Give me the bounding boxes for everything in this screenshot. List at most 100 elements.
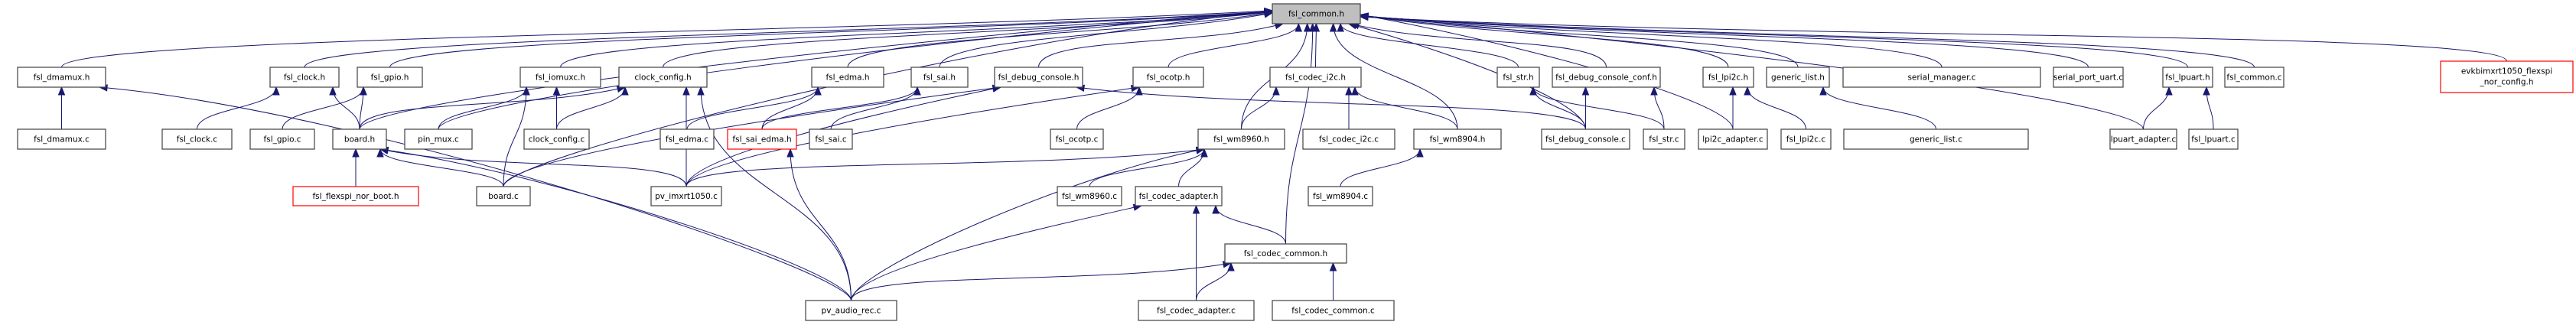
node-label: fsl_codec_adapter.h [1139, 192, 1219, 201]
node-label: fsl_dmamux.h [34, 73, 90, 83]
edge-fsl-sai-edma-h-to-fsl-sai-h [761, 86, 921, 130]
node-label: fsl_lpi2c.c [1786, 135, 1826, 145]
node-fsl-common-c[interactable]: fsl_common.c [2224, 67, 2285, 88]
node-label: generic_list.c [1910, 135, 1962, 145]
node-fsl-wm8960-c[interactable]: fsl_wm8960.c [1057, 186, 1122, 206]
node-box [1643, 128, 1685, 150]
edge-fsl-sai-c-to-fsl-sai-h [830, 86, 921, 130]
edge-fsl-sai-edma-h-to-fsl-edma-h [761, 86, 822, 130]
edge-line [389, 11, 1273, 68]
edge-line [686, 86, 819, 130]
edge-fsl-codec-common-h-to-fsl-codec-adapter-h [1212, 204, 1286, 245]
node-fsl-ocotp-h[interactable]: fsl_ocotp.h [1132, 67, 1204, 88]
arrowhead-icon [1212, 204, 1220, 214]
node-fsl-codec-common-h[interactable]: fsl_codec_common.h [1224, 243, 1347, 264]
node-fsl-codec-i2c-h[interactable]: fsl_codec_i2c.h [1269, 67, 1362, 88]
edge-line [1038, 23, 1284, 68]
edge-line [847, 11, 1273, 68]
node-fsl-clock-h[interactable]: fsl_clock.h [269, 67, 340, 88]
node-fsl-dmamux-h[interactable]: fsl_dmamux.h [17, 67, 106, 88]
edge-pv-audio-rec-c-to-fsl-dmamux-h [98, 84, 852, 301]
node-fsl-gpio-c[interactable]: fsl_gpio.c [249, 128, 315, 150]
edge-line [1340, 23, 1519, 68]
edge-line [761, 86, 918, 130]
node-label: fsl_codec_adapter.c [1157, 307, 1236, 316]
edge-fsl-edma-h-to-fsl-common-h [847, 10, 1274, 68]
node-board-h[interactable]: board.h [332, 128, 387, 150]
node-fsl-codec-adapter-h[interactable]: fsl_codec_adapter.h [1135, 186, 1223, 206]
node-fsl-lpuart-c[interactable]: fsl_lpuart.c [2188, 128, 2239, 150]
arrowhead-icon [1272, 86, 1280, 96]
node-evkb-nor-config-h[interactable]: evkbimxrt1050_flexspi_nor_config.h [2440, 60, 2574, 93]
node-generic-list-c[interactable]: generic_list.c [1843, 128, 2029, 150]
node-box [650, 186, 722, 206]
node-pv-audio-rec-c[interactable]: pv_audio_rec.c [805, 300, 897, 321]
edge-line [851, 205, 1142, 301]
node-label: fsl_dmamux.c [34, 135, 90, 145]
node-fsl-wm8960-h[interactable]: fsl_wm8960.h [1197, 128, 1285, 150]
node-fsl-lpi2c-c[interactable]: fsl_lpi2c.c [1780, 128, 1832, 150]
node-lpuart-adapter-c[interactable]: lpuart_adapter.c [2109, 128, 2177, 150]
node-fsl-codec-i2c-c[interactable]: fsl_codec_i2c.c [1302, 128, 1395, 150]
node-pin-mux-c[interactable]: pin_mux.c [404, 128, 473, 150]
node-box [811, 67, 884, 88]
arrowhead-icon [1345, 86, 1353, 96]
node-board-c[interactable]: board.c [476, 186, 531, 206]
node-label: fsl_gpio.c [264, 135, 301, 145]
node-serial-manager-c[interactable]: serial_manager.c [1842, 67, 2041, 88]
arrowhead-icon [1192, 204, 1200, 214]
node-fsl-edma-h[interactable]: fsl_edma.h [811, 67, 884, 88]
node-fsl-debug-console-c[interactable]: fsl_debug_console.c [1541, 128, 1630, 150]
node-fsl-sai-h[interactable]: fsl_sai.h [910, 67, 969, 88]
node-fsl-dmamux-c[interactable]: fsl_dmamux.c [17, 128, 106, 150]
node-label: fsl_debug_console.h [998, 73, 1080, 83]
node-pv-imxrt1050-c[interactable]: pv_imxrt1050.c [650, 186, 722, 206]
node-label: fsl_codec_common.h [1244, 249, 1327, 258]
node-clock-config-c[interactable]: clock_config.c [523, 128, 590, 150]
node-box [1496, 67, 1540, 88]
node-fsl-sai-edma-h[interactable]: fsl_sai_edma.h [727, 128, 797, 150]
node-serial-port-uart-c[interactable]: serial_port_uart.c [2053, 67, 2124, 88]
node-fsl-lpuart-h[interactable]: fsl_lpuart.h [2162, 67, 2213, 88]
node-fsl-sai-c[interactable]: fsl_sai.c [809, 128, 853, 150]
node-fsl-str-c[interactable]: fsl_str.c [1643, 128, 1685, 150]
node-fsl-codec-adapter-c[interactable]: fsl_codec_adapter.c [1138, 300, 1255, 321]
node-fsl-wm8904-c[interactable]: fsl_wm8904.c [1308, 186, 1373, 206]
node-fsl-str-h[interactable]: fsl_str.h [1496, 67, 1540, 88]
node-label: fsl_wm8960.h [1213, 135, 1269, 145]
arrowhead-icon [1227, 262, 1235, 271]
edge-clock-config-c-to-clock-config-h [556, 86, 629, 130]
node-fsl-edma-c[interactable]: fsl_edma.c [659, 128, 715, 150]
node-label: fsl_common.h [1288, 10, 1344, 19]
node-label: fsl_ocotp.c [1056, 135, 1099, 145]
node-box [910, 67, 969, 88]
node-fsl-flexspi-nor-boot-h[interactable]: fsl_flexspi_nor_boot.h [292, 186, 419, 206]
node-fsl-iomuxc-h[interactable]: fsl_iomuxc.h [519, 67, 601, 88]
node-label: fsl_codec_i2c.h [1285, 73, 1346, 83]
node-label: fsl_lpi2c.h [1708, 73, 1748, 83]
node-fsl-gpio-h[interactable]: fsl_gpio.h [357, 67, 423, 88]
node-box [1272, 3, 1361, 24]
node-label: fsl_clock.c [177, 135, 218, 145]
node-lpi2c-adapter-c[interactable]: lpi2c_adapter.c [1698, 128, 1768, 150]
node-fsl-clock-c[interactable]: fsl_clock.c [161, 128, 233, 150]
node-generic-list-h[interactable]: generic_list.h [1766, 67, 1830, 88]
edge-line [438, 11, 1273, 130]
node-fsl-codec-common-c[interactable]: fsl_codec_common.c [1272, 300, 1395, 321]
arrowhead-icon [1304, 22, 1311, 32]
node-fsl-lpi2c-h[interactable]: fsl_lpi2c.h [1702, 67, 1754, 88]
node-box [1413, 128, 1502, 150]
node-clock-config-h[interactable]: clock_config.h [618, 67, 708, 88]
edge-clock-config-c-to-fsl-iomuxc-h [552, 86, 561, 129]
edge-fsl-codec-adapter-h-to-fsl-wm8960-h [1178, 148, 1208, 187]
node-fsl-ocotp-c[interactable]: fsl_ocotp.c [1050, 128, 1104, 150]
node-fsl-wm8904-h[interactable]: fsl_wm8904.h [1413, 128, 1502, 150]
edge-fsl-lpuart-c-to-fsl-lpuart-h [2203, 86, 2214, 130]
node-fsl-debug-console-conf-h[interactable]: fsl_debug_console_conf.h [1552, 67, 1661, 88]
node-box [1057, 186, 1122, 206]
node-fsl-debug-console-h[interactable]: fsl_debug_console.h [994, 67, 1083, 88]
edge-line [700, 86, 852, 301]
node-box [292, 186, 419, 206]
edge-line [1168, 23, 1299, 68]
edge-pv-audio-rec-c-to-fsl-sai-edma-h [786, 148, 852, 301]
